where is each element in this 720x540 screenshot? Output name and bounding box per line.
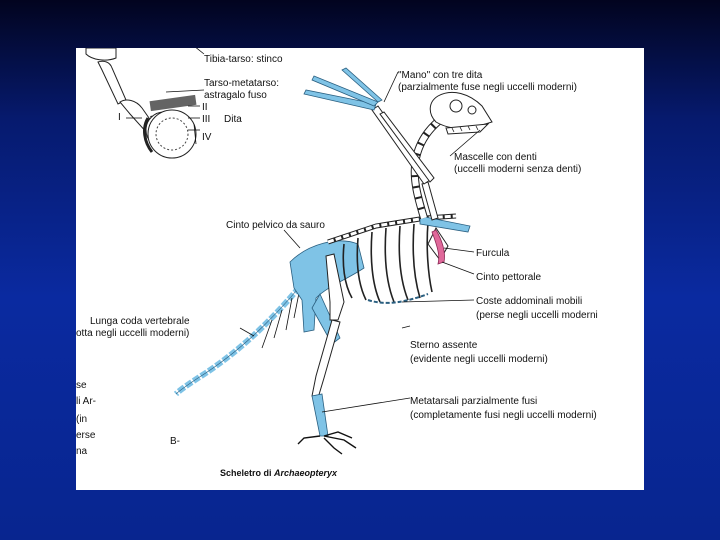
label-cinto-pettorale: Cinto pettorale	[476, 272, 541, 283]
label-digit-2: II	[202, 102, 208, 113]
label-tarso-metatarso-2: astragalo fuso	[204, 90, 267, 101]
label-sterno-2: (evidente negli uccelli moderni)	[410, 354, 548, 365]
inset-bone-top	[86, 48, 116, 60]
toes	[298, 432, 356, 454]
foot-detail-inset	[86, 48, 204, 158]
label-mano-2: (parzialmente fuse negli uccelli moderni…	[398, 82, 577, 93]
forearm-ulna	[380, 112, 434, 182]
label-mascelle-1: Mascelle con denti	[454, 152, 537, 163]
archaeopteryx-skeleton-diagram: Tibia-tarso: stinco Tarso-metatarso: ast…	[76, 48, 644, 490]
label-mano-1: "Mano" con tre dita	[398, 70, 483, 81]
metatarsals	[312, 394, 328, 436]
cut-text-1: se	[76, 380, 87, 391]
inset-tibiotarsus	[98, 61, 126, 104]
skull	[430, 92, 492, 134]
caption-prefix: Scheletro di	[220, 468, 274, 478]
label-digit-1: I	[118, 112, 121, 123]
label-tarso-metatarso-1: Tarso-metatarso:	[204, 78, 279, 89]
slide-panel: Tibia-tarso: stinco Tarso-metatarso: ast…	[76, 48, 644, 490]
cut-text-2: li Ar-	[76, 396, 96, 407]
label-mascelle-2: (uccelli moderni senza denti)	[454, 164, 581, 175]
cut-text-4: erse	[76, 430, 96, 441]
caption: Scheletro di Archaeopteryx	[220, 468, 338, 478]
label-cinto-pelvico: Cinto pelvico da sauro	[226, 220, 325, 231]
label-furcula: Furcula	[476, 248, 510, 259]
inset-foot-round	[148, 110, 196, 158]
cut-text-3: (in	[76, 414, 87, 425]
label-tibia-tarso: Tibia-tarso: stinco	[204, 54, 283, 65]
label-coste-1: Coste addominali mobili	[476, 296, 582, 307]
label-coste-2: (perse negli uccelli moderni	[476, 310, 598, 321]
panel-label-b: B-	[170, 436, 180, 447]
label-coda-1: Lunga coda vertebrale	[90, 316, 190, 327]
label-coda-2: otta negli uccelli moderni)	[76, 328, 189, 339]
label-sterno-1: Sterno assente	[410, 340, 478, 351]
label-digit-3: III	[202, 114, 210, 125]
label-metatarsali-2: (completamente fusi negli uccelli modern…	[410, 410, 597, 421]
cut-text-5: na	[76, 446, 88, 457]
caption-species: Archaeopteryx	[273, 468, 338, 478]
label-dita: Dita	[224, 114, 242, 125]
label-digit-4: IV	[202, 132, 212, 143]
label-metatarsali-1: Metatarsali parzialmente fusi	[410, 396, 537, 407]
